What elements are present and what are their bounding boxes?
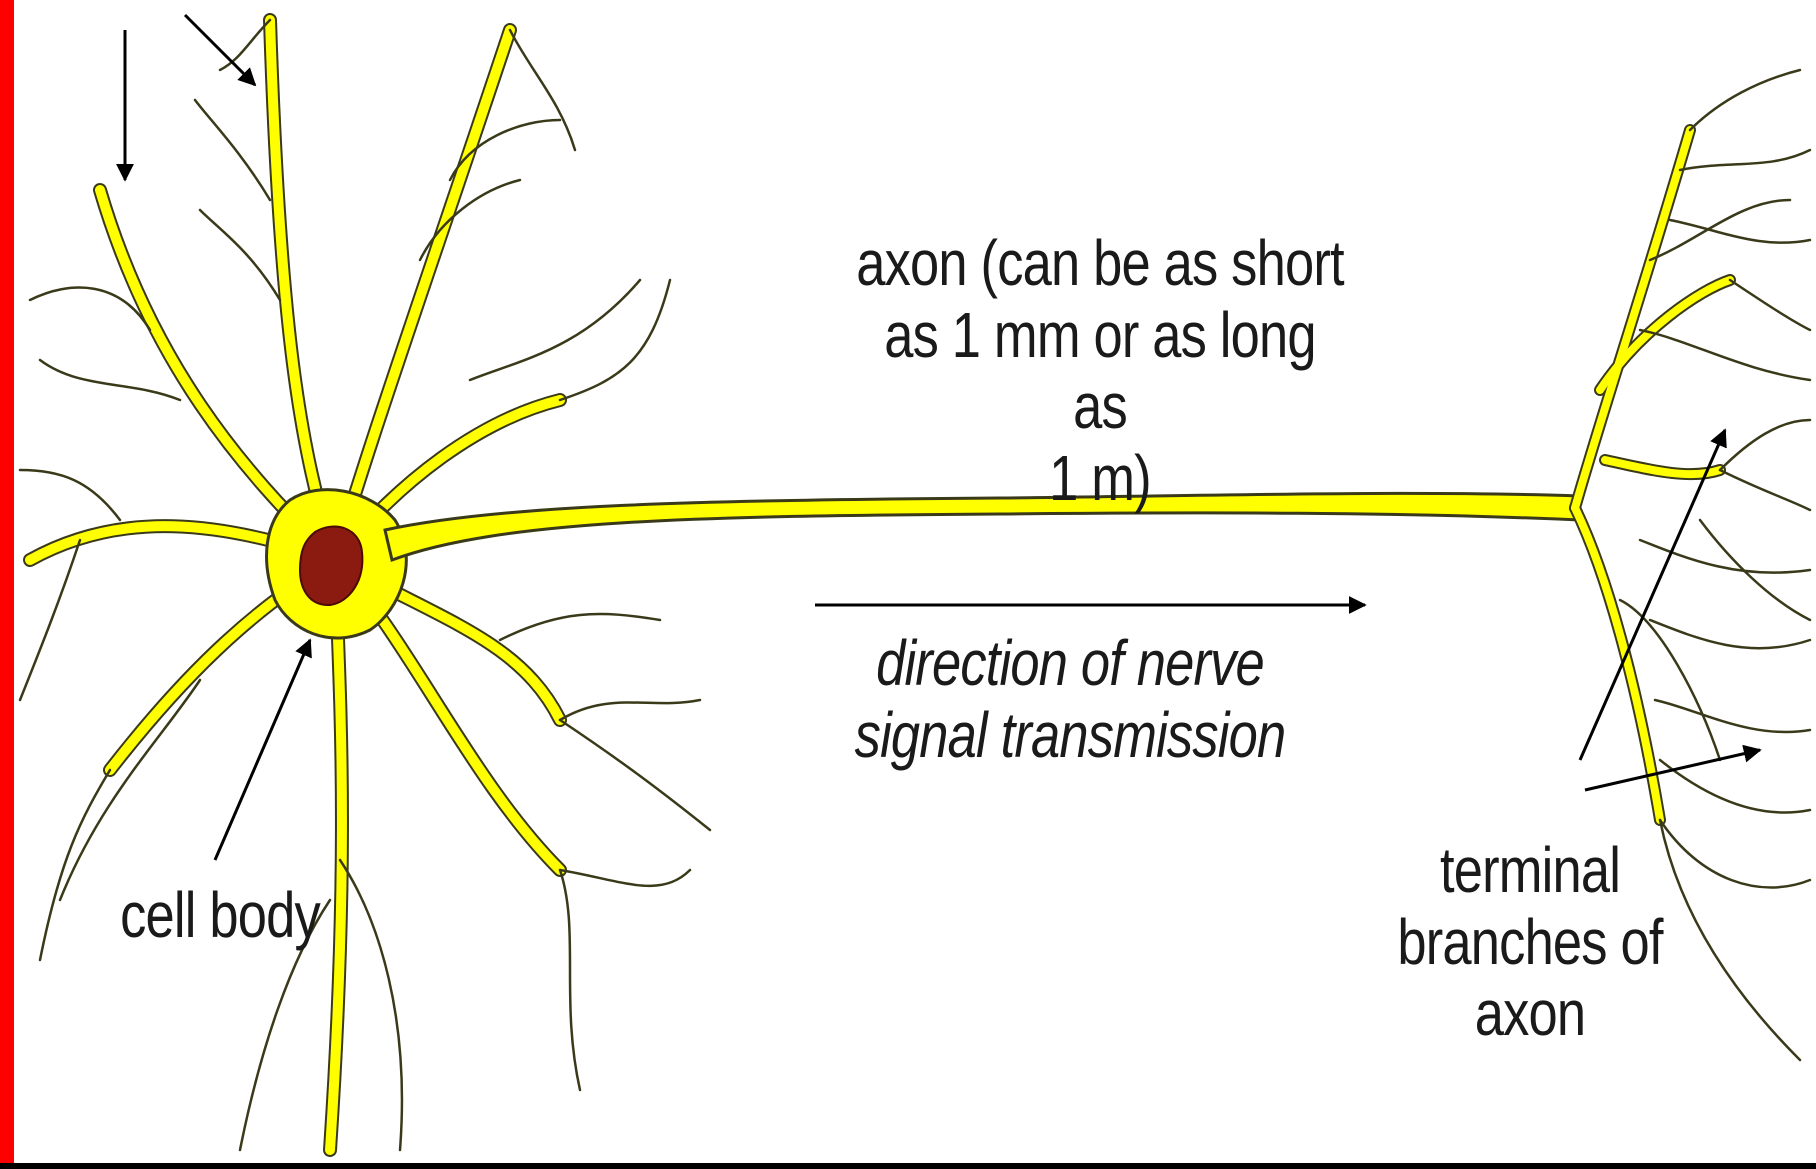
terminal-branches-label: terminal branches of axon <box>1395 835 1666 1050</box>
cell-body-pointer <box>215 640 310 860</box>
terminal-pointer-2 <box>1585 750 1760 790</box>
cell-body-label: cell body <box>113 880 326 952</box>
terminal-pointer-1 <box>1580 430 1725 760</box>
bottom-border <box>0 1163 1816 1169</box>
axon-label: axon (can be as short as 1 mm or as long… <box>854 228 1346 515</box>
cell-body <box>267 490 407 638</box>
direction-label: direction of nerve signal transmission <box>840 628 1299 771</box>
